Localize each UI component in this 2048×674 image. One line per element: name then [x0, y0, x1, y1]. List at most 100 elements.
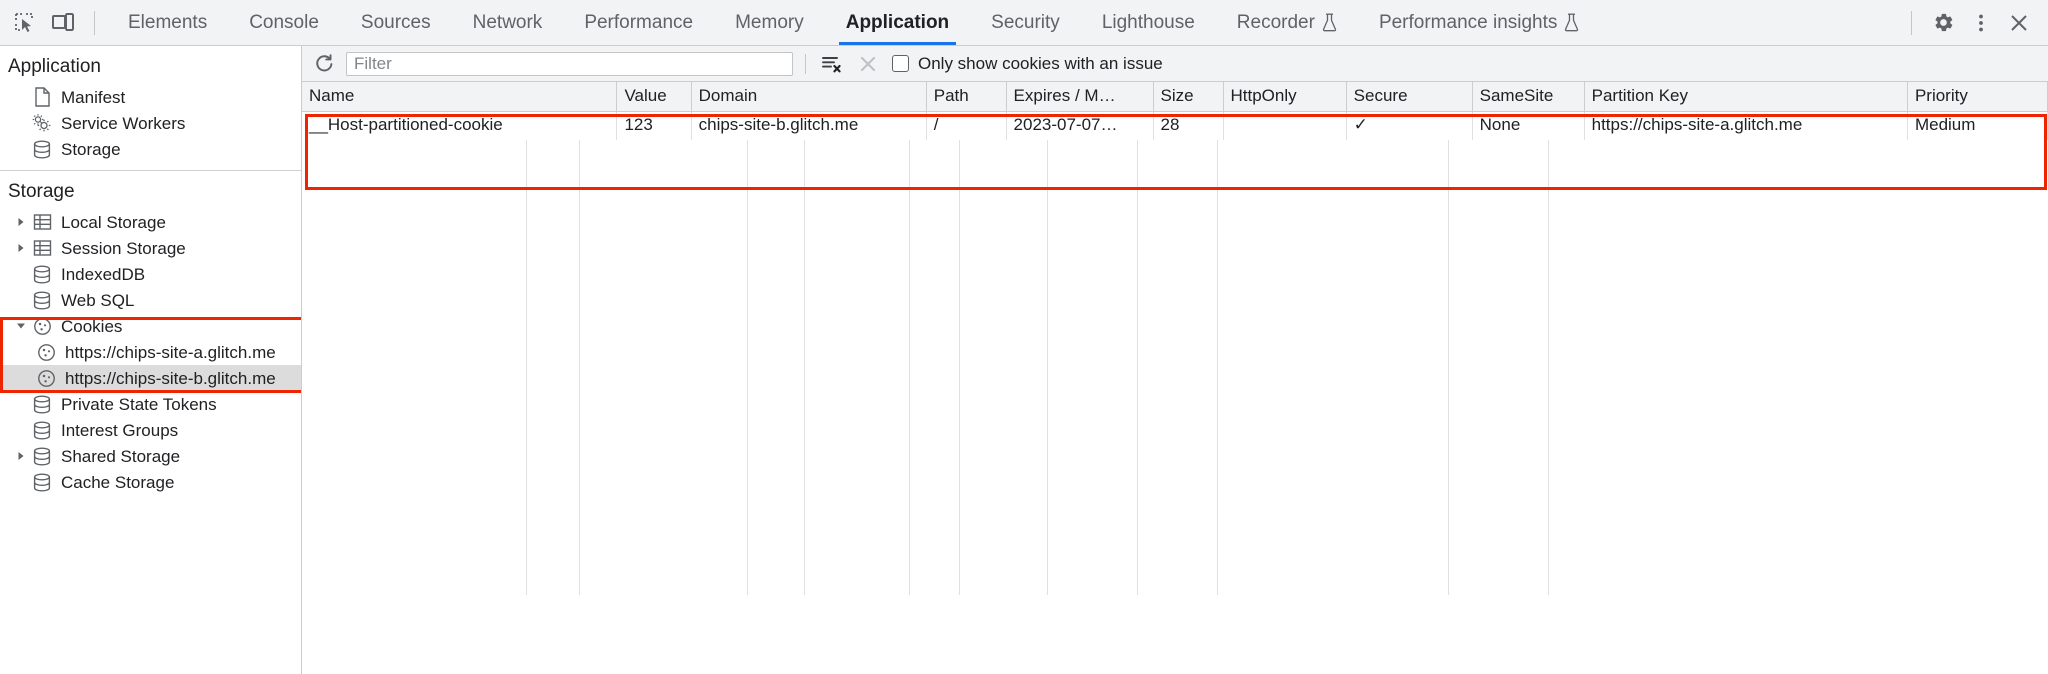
sidebar-item-session-storage[interactable]: Session Storage [0, 235, 301, 261]
tab-label: Performance [584, 11, 694, 33]
sidebar-item-interest-groups[interactable]: Interest Groups [0, 417, 301, 443]
sidebar-item-private-state-tokens[interactable]: Private State Tokens [0, 391, 301, 417]
delete-selected-icon[interactable] [854, 50, 882, 78]
tab-lighthouse[interactable]: Lighthouse [1081, 0, 1216, 45]
sidebar-item-label: Cookies [61, 316, 123, 336]
chevron-right-icon[interactable] [12, 217, 30, 227]
database-icon [30, 140, 54, 159]
devtools-body: Application Manifest [0, 46, 2048, 674]
cookies-table: Name Value Domain Path Expires / M… Size… [302, 82, 2048, 140]
cell-name: __Host-partitioned-cookie [302, 111, 618, 140]
tab-network[interactable]: Network [452, 0, 564, 45]
cell-value: 123 [616, 111, 692, 140]
tab-recorder[interactable]: Recorder [1216, 0, 1358, 45]
sidebar-item-manifest[interactable]: Manifest [0, 84, 301, 110]
cookies-table-header: Name Value Domain Path Expires / M… Size… [302, 82, 2048, 112]
sidebar-item-label: Service Workers [61, 113, 186, 133]
tab-performance[interactable]: Performance [563, 0, 714, 45]
chevron-right-icon[interactable] [12, 243, 30, 253]
col-header-value[interactable]: Value [616, 82, 692, 112]
cookies-table-empty-area [302, 139, 2048, 595]
tab-label: Console [249, 11, 319, 33]
sidebar-item-label: Private State Tokens [61, 394, 217, 414]
tab-label: Memory [735, 11, 804, 33]
experiment-flask-icon [1322, 13, 1337, 32]
device-toolbar-icon[interactable] [44, 4, 82, 42]
only-issues-checkbox[interactable] [892, 55, 909, 72]
database-icon [30, 447, 54, 466]
close-icon[interactable] [2000, 4, 2038, 42]
tab-label: Performance insights [1378, 11, 1558, 33]
tab-sources[interactable]: Sources [340, 0, 452, 45]
experiment-flask-icon [1564, 13, 1579, 32]
cell-secure: ✓ [1346, 111, 1473, 140]
col-header-partition-key[interactable]: Partition Key [1584, 82, 1908, 112]
panel-tabs: Elements Console Sources Network Perform… [107, 0, 1600, 45]
sidebar-item-cookie-origin-b[interactable]: https://chips-site-b.glitch.me [0, 365, 301, 391]
sidebar-section-storage-title: Storage [8, 181, 75, 202]
inspect-element-icon[interactable] [6, 4, 44, 42]
toolbar-right-actions [1899, 4, 2038, 42]
sidebar-item-label: Web SQL [61, 290, 135, 310]
only-issues-checkbox-row[interactable]: Only show cookies with an issue [892, 54, 1163, 74]
sidebar-item-cookies[interactable]: Cookies [0, 313, 301, 339]
sidebar-item-shared-storage[interactable]: Shared Storage [0, 443, 301, 469]
table-row[interactable]: __Host-partitioned-cookie 123 chips-site… [302, 111, 2048, 140]
sidebar-item-web-sql[interactable]: Web SQL [0, 287, 301, 313]
col-header-expires[interactable]: Expires / M… [1006, 82, 1154, 112]
tab-console[interactable]: Console [228, 0, 340, 45]
cell-domain: chips-site-b.glitch.me [691, 111, 927, 140]
cookies-table-wrap: Name Value Domain Path Expires / M… Size… [302, 82, 2048, 190]
sidebar-item-service-workers[interactable]: Service Workers [0, 110, 301, 136]
kebab-menu-icon[interactable] [1962, 4, 2000, 42]
clear-all-cookies-icon[interactable] [818, 50, 846, 78]
sidebar-item-label: IndexedDB [61, 264, 146, 284]
tab-memory[interactable]: Memory [714, 0, 825, 45]
table-grid-icon [30, 239, 54, 257]
application-sidebar: Application Manifest [0, 46, 302, 674]
sidebar-item-local-storage[interactable]: Local Storage [0, 209, 301, 235]
database-icon [30, 291, 54, 310]
sidebar-item-label: Session Storage [61, 238, 186, 258]
col-header-priority[interactable]: Priority [1907, 82, 2048, 112]
only-issues-checkbox-label: Only show cookies with an issue [918, 53, 1163, 73]
tab-label: Security [991, 11, 1060, 33]
col-header-domain[interactable]: Domain [691, 82, 927, 112]
refresh-icon[interactable] [310, 50, 338, 78]
tab-label: Application [845, 11, 950, 33]
sidebar-item-cookie-origin-a[interactable]: https://chips-site-a.glitch.me [0, 339, 301, 365]
cell-partition-key: https://chips-site-a.glitch.me [1584, 111, 1908, 140]
sidebar-item-cache-storage[interactable]: Cache Storage [0, 469, 301, 495]
gear-icon[interactable] [1924, 4, 1962, 42]
cookie-icon [34, 369, 58, 388]
sidebar-item-label: Shared Storage [61, 446, 181, 466]
chevron-right-icon[interactable] [12, 451, 30, 461]
tab-application[interactable]: Application [825, 0, 970, 45]
filter-input[interactable] [346, 51, 793, 76]
col-header-name[interactable]: Name [302, 82, 618, 112]
cookies-panel: Only show cookies with an issue Name Val… [302, 46, 2048, 674]
database-icon [30, 395, 54, 414]
sidebar-item-label: https://chips-site-a.glitch.me [65, 342, 276, 362]
sidebar-section-application-title: Application [8, 56, 101, 77]
sidebar-item-indexeddb[interactable]: IndexedDB [0, 261, 301, 287]
tab-label: Lighthouse [1101, 11, 1195, 33]
tab-label: Elements [128, 11, 208, 33]
manifest-page-icon [30, 87, 54, 107]
cell-samesite: None [1472, 111, 1585, 140]
col-header-httponly[interactable]: HttpOnly [1223, 82, 1347, 112]
tab-performance-insights[interactable]: Performance insights [1358, 0, 1600, 45]
col-header-samesite[interactable]: SameSite [1472, 82, 1585, 112]
sidebar-item-storage[interactable]: Storage [0, 136, 301, 162]
chevron-down-icon[interactable] [12, 321, 30, 331]
tab-label: Recorder [1236, 11, 1315, 33]
col-header-size[interactable]: Size [1153, 82, 1224, 112]
sidebar-item-label: Interest Groups [61, 420, 179, 440]
sidebar-item-label: Storage [61, 139, 121, 159]
tab-elements[interactable]: Elements [107, 0, 228, 45]
col-header-secure[interactable]: Secure [1346, 82, 1473, 112]
col-header-path[interactable]: Path [926, 82, 1007, 112]
tab-security[interactable]: Security [970, 0, 1081, 45]
sidebar-item-label: Local Storage [61, 212, 166, 232]
database-icon [30, 473, 54, 492]
